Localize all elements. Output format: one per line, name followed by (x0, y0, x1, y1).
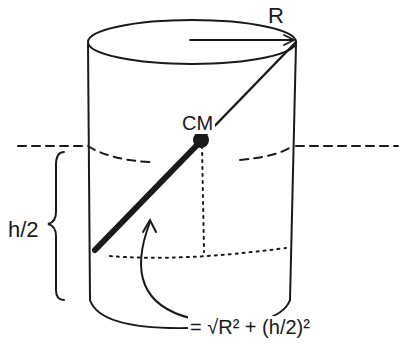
radius-label: R (268, 4, 284, 28)
center-of-mass-label: CM (180, 112, 215, 134)
diagonal-length-label: = √R² + (h/2)² (188, 316, 312, 338)
half-height-label: h/2 (8, 218, 39, 242)
